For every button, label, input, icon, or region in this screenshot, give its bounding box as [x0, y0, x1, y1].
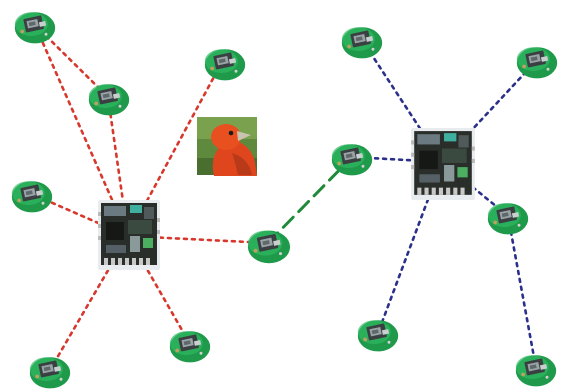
node-top-center-wireless-node-icon	[204, 49, 246, 81]
link-left-gateway-node-low-center	[126, 234, 192, 346]
node-top-left-wireless-node-icon	[14, 12, 56, 44]
link-node-mid-right-node-bottom-right	[506, 214, 538, 370]
node-mid-left-wireless-node-icon	[11, 181, 53, 213]
node-upper-mid-wireless-node-icon	[88, 84, 130, 116]
node-low-center-wireless-node-icon	[169, 331, 211, 363]
right-gateway-circuit-board-icon	[411, 128, 475, 200]
node-bottom-left-wireless-node-icon	[29, 357, 71, 389]
node-low-right-wireless-node-icon	[357, 320, 399, 352]
bridge-link	[266, 155, 354, 245]
node-bridge-right-wireless-node-icon	[331, 144, 373, 176]
link-right-gateway-node-low-right	[376, 160, 444, 335]
red-bird-photo-icon	[197, 117, 257, 176]
node-top-right-a-wireless-node-icon	[341, 27, 383, 59]
link-left-gateway-node-top-left	[33, 23, 130, 238]
node-bottom-right-wireless-node-icon	[515, 355, 557, 387]
node-mid-right-wireless-node-icon	[487, 203, 529, 235]
left-gateway-circuit-board-icon	[98, 200, 160, 270]
node-bridge-left-wireless-node-icon	[247, 230, 291, 264]
node-top-right-b-wireless-node-icon	[516, 47, 558, 79]
